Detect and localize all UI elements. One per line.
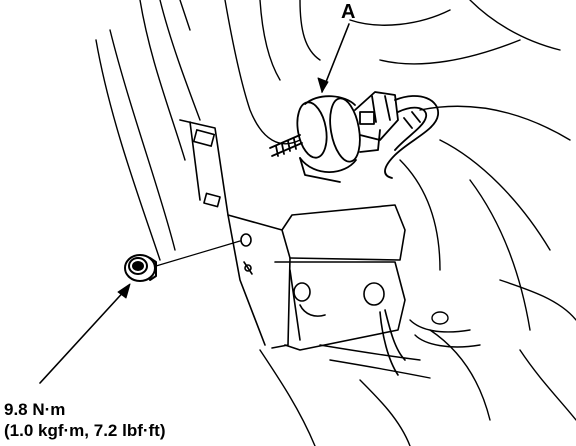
callout-a-arrowhead bbox=[317, 77, 329, 93]
flange-nut bbox=[124, 254, 157, 282]
torque-specification: 9.8 N·m (1.0 kgf·m, 7.2 lbf·ft) bbox=[4, 399, 166, 441]
background-structure bbox=[95, 0, 576, 446]
torque-arrowhead bbox=[117, 283, 131, 299]
torque-value-metric: 9.8 N·m bbox=[4, 400, 66, 419]
callout-label-a: A bbox=[341, 1, 356, 23]
callout-a-leader bbox=[321, 23, 350, 93]
bracket bbox=[179, 119, 406, 376]
assembly-line bbox=[155, 240, 241, 267]
torque-value-imperial: (1.0 kgf·m, 7.2 lbf·ft) bbox=[4, 421, 166, 440]
sensor-assembly bbox=[269, 91, 439, 183]
torque-leader bbox=[39, 286, 129, 384]
lower-hoses bbox=[259, 311, 481, 446]
